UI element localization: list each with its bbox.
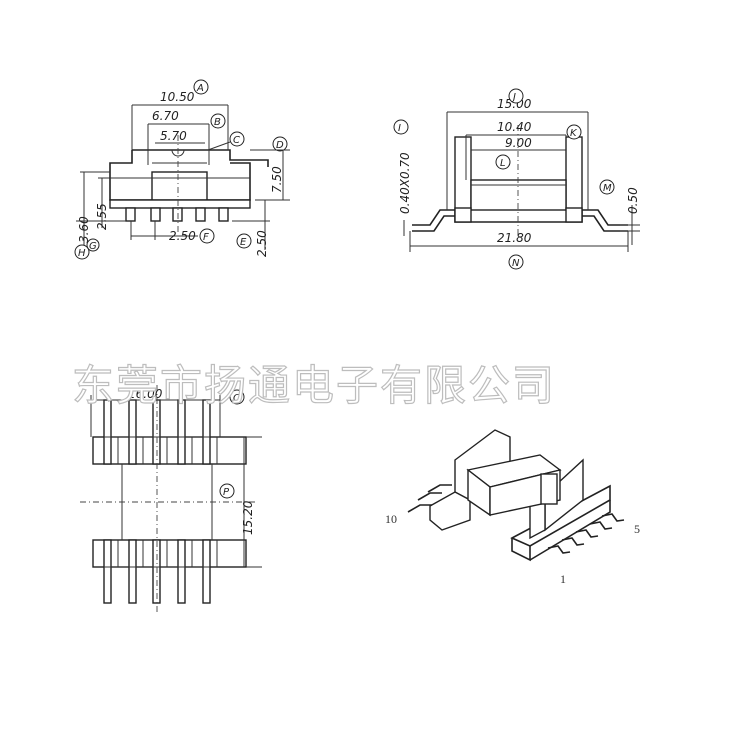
dim-j: 15.00 xyxy=(497,97,532,111)
pin-label-10: 10 xyxy=(385,512,397,526)
dim-h250: 2.50 xyxy=(255,230,269,257)
dim-l: 9.00 xyxy=(505,136,532,150)
side-view: 15.00 J 10.40 K 9.00 L 21.80 N 0.50 M 0.… xyxy=(393,88,640,270)
top-view: 16.00 O 15.20 P xyxy=(80,385,262,615)
label-f: F xyxy=(203,232,209,243)
label-b: B xyxy=(214,117,221,128)
label-g: G xyxy=(89,241,97,252)
label-o: O xyxy=(233,393,241,404)
dim-a: 10.50 xyxy=(160,90,195,104)
label-l: L xyxy=(500,158,506,169)
dim-n: 21.80 xyxy=(497,231,532,245)
label-k: K xyxy=(570,128,578,139)
dim-p: 15.20 xyxy=(241,500,255,535)
label-j: J xyxy=(511,92,516,103)
dim-i: 0.40X0.70 xyxy=(398,152,412,214)
label-p: P xyxy=(223,487,230,498)
label-h: H xyxy=(78,248,86,259)
pin-label-5: 5 xyxy=(634,522,640,536)
label-i: I xyxy=(398,123,401,134)
dim-k: 10.40 xyxy=(497,120,532,134)
label-c: C xyxy=(233,135,240,146)
watermark-text: 东莞市扬通电子有限公司 xyxy=(72,361,556,410)
label-m: M xyxy=(603,183,612,194)
pin-label-1: 1 xyxy=(560,572,566,586)
dim-b: 6.70 xyxy=(152,109,179,123)
label-d: D xyxy=(276,140,284,151)
dim-h255: 2.55 xyxy=(95,203,109,230)
label-a: A xyxy=(196,83,204,94)
dim-h3: 3.60 xyxy=(77,216,91,243)
label-n: N xyxy=(512,258,520,269)
dim-o: 16.00 xyxy=(128,387,163,401)
front-view: 10.50 A 6.70 B 5.70 C D 7.50 2.50 E xyxy=(74,79,290,260)
dim-m: 0.50 xyxy=(626,187,640,214)
label-e: E xyxy=(240,237,247,248)
dim-c: 5.70 xyxy=(160,129,187,143)
iso-view: 10 5 1 xyxy=(385,429,640,586)
dim-pitch: 2.50 xyxy=(169,229,196,243)
dim-height: 7.50 xyxy=(270,166,284,193)
